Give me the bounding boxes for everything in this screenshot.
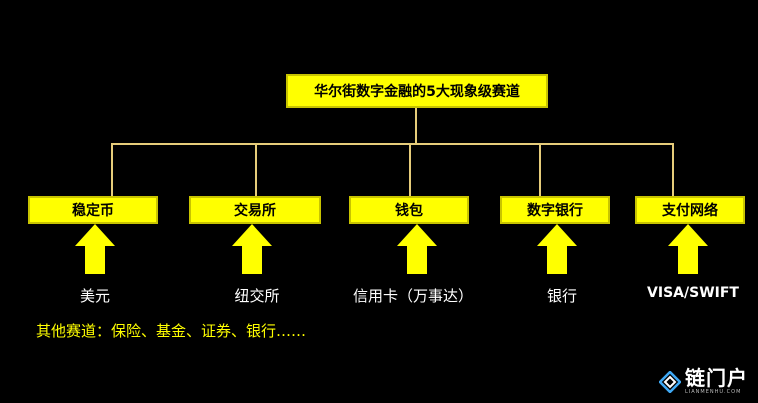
example-label-usd: 美元 xyxy=(79,287,110,305)
diamond-logo-icon xyxy=(659,370,681,393)
category-node-stablecoin: 稳定币 xyxy=(28,196,158,224)
root-stem-line xyxy=(415,108,417,145)
category-node-wallet: 钱包 xyxy=(349,196,469,224)
up-arrow-icon xyxy=(232,224,272,274)
branch-line-3 xyxy=(409,143,411,196)
category-node-exchange: 交易所 xyxy=(189,196,321,224)
up-arrow-icon xyxy=(537,224,577,274)
up-arrow-icon xyxy=(397,224,437,274)
up-arrow-icon xyxy=(75,224,115,274)
horizontal-bus-line xyxy=(111,143,674,145)
category-node-digital-bank: 数字银行 xyxy=(500,196,610,224)
root-node: 华尔街数字金融的5大现象级赛道 xyxy=(286,74,548,108)
example-label-visa-swift: VISA/SWIFT xyxy=(647,285,739,301)
up-arrow-icon xyxy=(668,224,708,274)
watermark-subtext: LIANMENHU.COM xyxy=(685,389,742,395)
branch-line-2 xyxy=(255,143,257,196)
example-label-nyse: 纽交所 xyxy=(234,287,280,305)
category-node-payment-network: 支付网络 xyxy=(635,196,745,224)
branch-line-5 xyxy=(672,143,674,196)
other-tracks-note: 其他赛道：保险、基金、证券、银行…… xyxy=(36,322,307,340)
watermark-text: 链门户 xyxy=(685,366,748,390)
watermark-logo: 链门户 LIANMENHU.COM xyxy=(659,368,748,395)
branch-line-1 xyxy=(111,143,113,196)
branch-line-4 xyxy=(539,143,541,196)
example-label-bank: 银行 xyxy=(546,287,577,305)
example-label-credit-card: 信用卡（万事达） xyxy=(352,287,473,305)
